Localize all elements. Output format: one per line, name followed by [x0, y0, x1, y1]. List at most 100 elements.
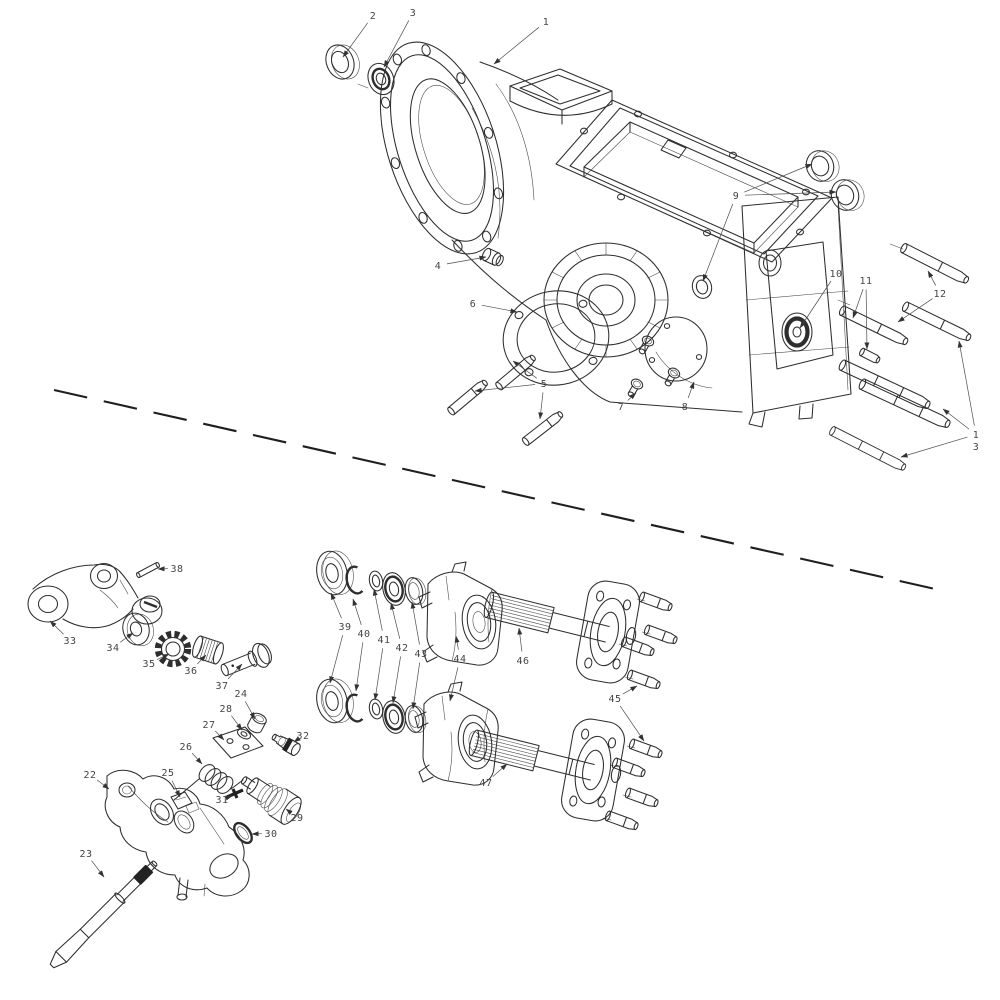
part-seal-9a — [805, 150, 840, 182]
callout-4: 4 — [435, 255, 487, 272]
callout-10: 10 — [799, 269, 842, 329]
svg-text:28: 28 — [219, 704, 232, 715]
svg-text:35: 35 — [142, 659, 155, 670]
part-stud-5c — [520, 409, 566, 447]
callout-23: 23 — [79, 849, 105, 878]
svg-text:5: 5 — [541, 379, 548, 390]
callout-32: 32 — [293, 731, 309, 743]
callout-29: 29 — [285, 808, 303, 824]
part-stud-13a — [837, 358, 933, 412]
part-wheel-stud-45c — [619, 635, 656, 658]
part-wheel-stud-45g — [623, 786, 660, 809]
part-wheel-stud-45d — [625, 668, 662, 691]
svg-text:46: 46 — [516, 656, 529, 667]
part-shifter-housing-22 — [104, 769, 250, 901]
part-oil-seal-2 — [325, 44, 360, 80]
callout-40: 40 — [352, 598, 370, 692]
callout-33: 33 — [49, 620, 76, 647]
seal-seat — [691, 275, 713, 299]
svg-text:29: 29 — [290, 813, 303, 824]
svg-text:37: 37 — [215, 681, 228, 692]
svg-text:12: 12 — [933, 289, 946, 300]
part-bolt-7c — [661, 365, 682, 389]
callout-46: 46 — [516, 627, 529, 667]
svg-text:39: 39 — [338, 622, 351, 633]
part-axle-47 — [466, 715, 628, 825]
callout-30: 30 — [251, 829, 277, 840]
svg-text:7: 7 — [618, 402, 625, 413]
svg-text:11: 11 — [859, 276, 872, 287]
callout-6: 6 — [470, 299, 518, 314]
part-stud-13c — [827, 425, 908, 473]
svg-text:42: 42 — [395, 643, 408, 654]
svg-text:1: 1 — [543, 17, 550, 28]
svg-text:3: 3 — [410, 8, 417, 19]
part-oring-30 — [233, 821, 253, 845]
callout-37: 37 — [215, 663, 243, 692]
callout-34: 34 — [106, 632, 134, 654]
svg-text:24: 24 — [234, 689, 247, 700]
part-stud-12b — [900, 300, 973, 344]
part-washer-28 — [236, 728, 252, 740]
svg-text:40: 40 — [357, 629, 370, 640]
callout-36: 36 — [184, 654, 207, 677]
callout-39: 39 — [329, 592, 351, 684]
part-stud-12a — [898, 242, 971, 286]
svg-text:30: 30 — [264, 829, 277, 840]
part-pin-38 — [136, 561, 160, 579]
svg-text:2: 2 — [370, 11, 377, 22]
svg-text:38: 38 — [170, 564, 183, 575]
svg-text:34: 34 — [106, 643, 119, 654]
callout-43: 43 — [410, 601, 427, 710]
callout-9: 9 — [702, 163, 837, 282]
svg-text:45: 45 — [608, 694, 621, 705]
part-seal-9b — [830, 179, 865, 211]
callout-42: 42 — [390, 602, 408, 704]
svg-text:6: 6 — [470, 299, 477, 310]
part-wheel-stud-45f — [610, 756, 647, 779]
center-dashes — [837, 243, 904, 306]
callout-8: 8 — [682, 381, 695, 413]
svg-text:25: 25 — [161, 768, 174, 779]
svg-text:41: 41 — [377, 635, 390, 646]
part-hub-44-lower — [414, 681, 499, 786]
shift-tower-port — [509, 68, 613, 125]
callout-35: 35 — [142, 653, 170, 670]
seal-tick — [357, 83, 369, 89]
callout-44: 44 — [449, 635, 466, 702]
callout-2: 2 — [342, 11, 377, 58]
svg-text:27: 27 — [202, 720, 215, 731]
callout-45: 45 — [608, 685, 645, 742]
part-lever-33 — [27, 562, 163, 629]
svg-text:32: 32 — [296, 731, 309, 742]
part-detent-29 — [240, 776, 302, 825]
part-plate-27 — [212, 726, 264, 759]
part-gasket-6 — [502, 290, 610, 386]
svg-text:4: 4 — [435, 261, 442, 272]
callout-27: 27 — [202, 720, 225, 741]
part-cover-8 — [644, 316, 708, 382]
stud-center-dashes — [602, 598, 651, 821]
svg-text:47: 47 — [479, 778, 492, 789]
part-axle-46 — [481, 577, 643, 687]
part-shift-lever-23 — [49, 860, 158, 969]
section-divider — [53, 388, 945, 593]
callout-47: 47 — [479, 763, 508, 789]
part-pawl-25 — [170, 791, 200, 814]
part-stud-13b — [857, 377, 953, 431]
svg-text:44: 44 — [453, 654, 466, 665]
part-wheel-stud-45e — [627, 737, 664, 760]
bearing-row-lower — [311, 673, 430, 737]
svg-text:9: 9 — [733, 191, 740, 202]
callout-25: 25 — [161, 768, 181, 798]
bearing-row-upper — [311, 545, 430, 609]
callout-11: 11 — [852, 276, 872, 350]
svg-text:13: 13 — [973, 430, 980, 453]
svg-text:33: 33 — [63, 636, 76, 647]
svg-text:10: 10 — [829, 269, 842, 280]
part-stud-5a — [494, 352, 538, 392]
